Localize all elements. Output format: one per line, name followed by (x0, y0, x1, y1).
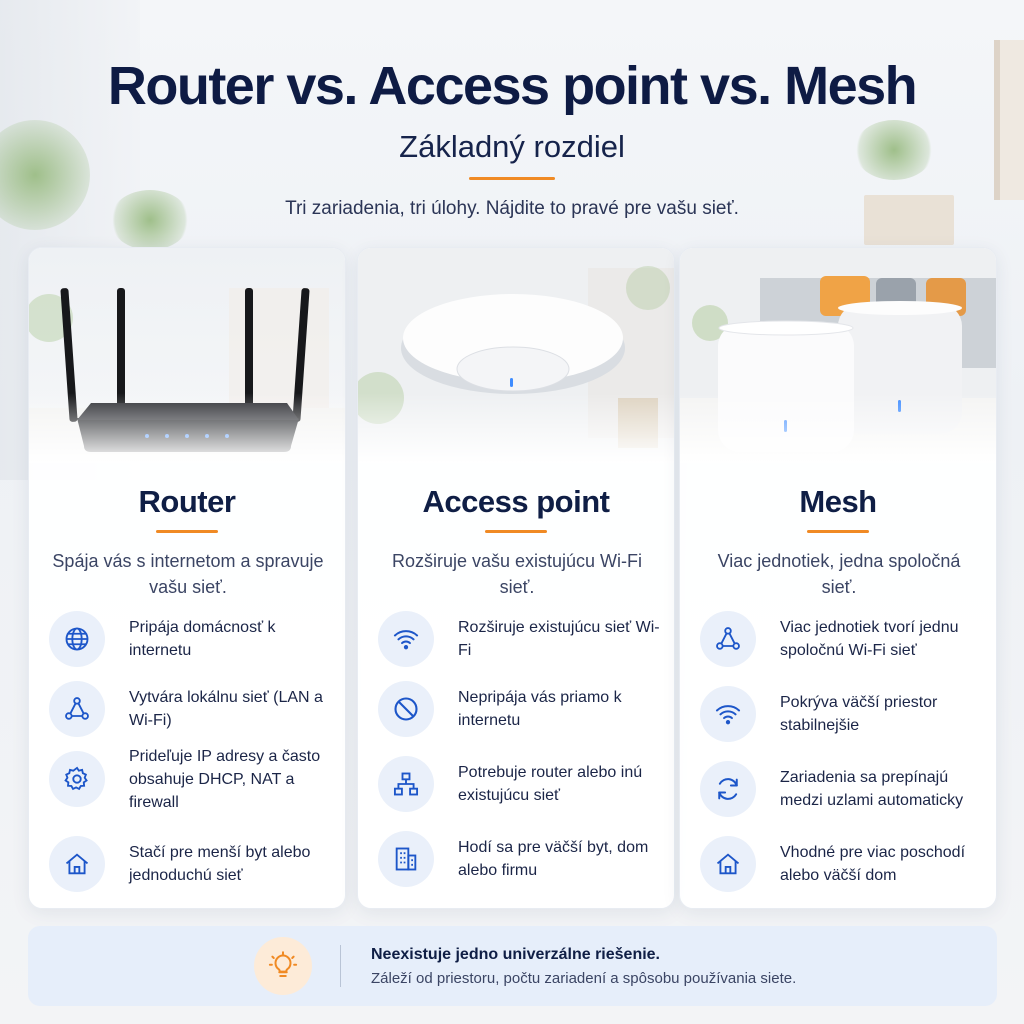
home-icon (49, 836, 105, 892)
access-point-image (358, 248, 674, 463)
feature-text: Hodí sa pre väčší byt, dom alebo firmu (458, 839, 649, 879)
card-description: Spája vás s internetom a spravuje vašu s… (52, 551, 324, 597)
banner-text: Záleží od priestoru, počtu zariadení a s… (371, 969, 797, 987)
banner-title: Neexistuje jedno univerzálne riešenie. (371, 945, 660, 963)
background-shelf (864, 195, 954, 245)
tip-banner: Neexistuje jedno univerzálne riešenie. Z… (28, 926, 997, 1006)
header: Router vs. Access point vs. Mesh Základn… (0, 55, 1024, 220)
background-frame (994, 40, 1024, 200)
feature-item: Pokrýva väčší priestor stabilnejšie (700, 684, 990, 744)
banner-divider (340, 945, 341, 987)
page-tagline: Tri zariadenia, tri úlohy. Nájdite to pr… (285, 198, 739, 219)
sync-icon (700, 761, 756, 817)
wifi-icon (700, 686, 756, 742)
feature-item: Pripája domácnosť k internetu (49, 609, 339, 669)
feature-text: Pripája domácnosť k internetu (129, 619, 276, 659)
feature-item: Rozširuje existujúcu sieť Wi-Fi (378, 609, 668, 669)
access-point-photo (358, 248, 674, 463)
header-accent-line (469, 177, 555, 180)
lightbulb-icon (254, 937, 312, 995)
background-plant (854, 120, 934, 180)
mesh-photo (680, 248, 996, 463)
feature-text: Prideľuje IP adresy a často obsahuje DHC… (129, 747, 321, 811)
card-description: Viac jednotiek, jedna spoločná sieť. (717, 551, 961, 597)
gear-icon (49, 751, 105, 807)
feature-item: Zariadenia sa prepínajú medzi uzlami aut… (700, 759, 990, 819)
hierarchy-icon (378, 756, 434, 812)
card-description: Rozširuje vašu existujúcu Wi-Fi sieť. (391, 551, 643, 597)
feature-item: Vytvára lokálnu sieť (LAN a Wi-Fi) (49, 679, 339, 739)
feature-text: Vhodné pre viac poschodí alebo väčší dom (780, 844, 966, 884)
feature-text: Zariadenia sa prepínajú medzi uzlami aut… (780, 769, 964, 809)
router-photo (29, 248, 345, 463)
building-icon (378, 831, 434, 887)
network-nodes-icon (49, 681, 105, 737)
feature-text: Vytvára lokálnu sieť (LAN a Wi-Fi) (129, 689, 323, 729)
feature-item: Viac jednotiek tvorí jednu spoločnú Wi-F… (700, 609, 990, 669)
feature-text: Rozširuje existujúcu sieť Wi-Fi (458, 619, 660, 659)
card-mesh: Mesh Viac jednotiek, jedna spoločná sieť… (679, 247, 997, 909)
feature-text: Stačí pre menší byt alebo jednoduchú sie… (129, 844, 311, 884)
card-title: Mesh (799, 484, 877, 519)
card-accent-line (485, 530, 547, 533)
feature-item: Hodí sa pre väčší byt, dom alebo firmu (378, 829, 668, 889)
card-router: Router Spája vás s internetom a spravuje… (28, 247, 346, 909)
prohibited-icon (378, 681, 434, 737)
feature-item: Stačí pre menší byt alebo jednoduchú sie… (49, 834, 339, 894)
mesh-image (680, 248, 996, 463)
background-plant (110, 190, 190, 250)
page-subtitle: Základný rozdiel (399, 129, 625, 164)
globe-icon (49, 611, 105, 667)
card-accent-line (156, 530, 218, 533)
card-title: Router (138, 484, 236, 519)
feature-item: Nepripája vás priamo k internetu (378, 679, 668, 739)
card-access-point: Access point Rozširuje vašu existujúcu W… (357, 247, 675, 909)
feature-text: Viac jednotiek tvorí jednu spoločnú Wi-F… (780, 619, 959, 659)
page-title: Router vs. Access point vs. Mesh (107, 56, 918, 116)
background-plant (0, 120, 90, 230)
feature-item: Potrebuje router alebo inú existujúcu si… (378, 754, 668, 814)
feature-text: Potrebuje router alebo inú existujúcu si… (458, 764, 643, 804)
home-icon (700, 836, 756, 892)
feature-item: Prideľuje IP adresy a často obsahuje DHC… (49, 748, 339, 811)
feature-text: Nepripája vás priamo k internetu (458, 689, 622, 729)
card-title: Access point (422, 484, 610, 519)
router-image (29, 248, 345, 463)
wifi-icon (378, 611, 434, 667)
network-nodes-icon (700, 611, 756, 667)
feature-item: Vhodné pre viac poschodí alebo väčší dom (700, 834, 990, 894)
card-accent-line (807, 530, 869, 533)
feature-text: Pokrýva väčší priestor stabilnejšie (780, 694, 938, 734)
